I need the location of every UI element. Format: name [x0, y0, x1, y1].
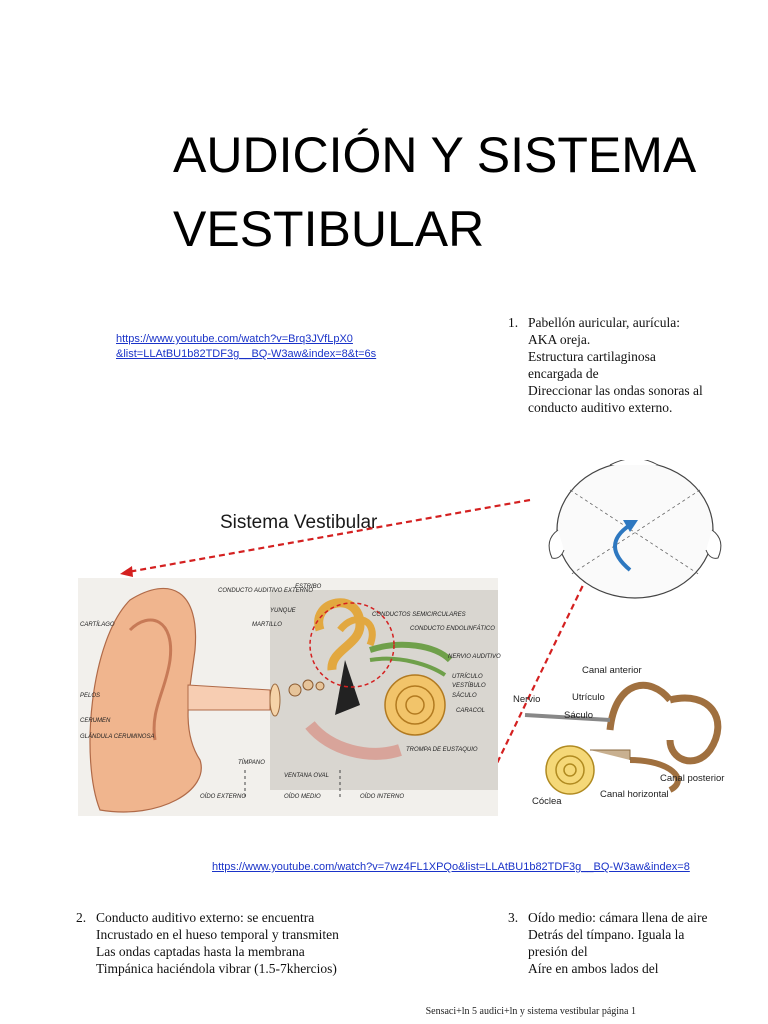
youtube-link-top-line1[interactable]: https://www.youtube.com/watch?v=Brq3JVfL… — [116, 333, 353, 345]
label-canal-horizontal: Canal horizontal — [600, 789, 669, 800]
list-item-line: presión del — [528, 944, 588, 959]
list-item-number: 3. — [508, 910, 519, 925]
pointer-arrows — [127, 498, 601, 789]
label-cartilago: CARTÍLAGO — [80, 621, 115, 628]
arrow-to-labyrinth — [484, 549, 601, 789]
label-pelos: PELOS — [80, 693, 100, 699]
label-utriculo: UTRÍCULO — [452, 673, 483, 680]
list-item-line: Oído medio: cámara llena de aire — [528, 910, 708, 925]
list-item-line: Las ondas captadas hasta la membrana — [96, 944, 305, 959]
label-conductos-semicirculares: CONDUCTOS SEMICIRCULARES — [372, 612, 466, 618]
list-item-line: AKA oreja. — [528, 332, 591, 347]
list-item-1: 1. Pabellón auricular, aurícula: AKA ore… — [508, 314, 758, 424]
label-cerumen: CERUMEN — [80, 718, 111, 724]
list-item-line: Pabellón auricular, aurícula: — [528, 315, 681, 330]
list-item-2: 2. Conducto auditivo externo: se encuent… — [76, 909, 416, 979]
label-timpano: TÍMPANO — [238, 759, 265, 766]
label-caracol: CARACOL — [456, 708, 485, 714]
list-item-line: Aíre en ambos lados del — [528, 961, 659, 976]
label-oido-interno: OÍDO INTERNO — [360, 793, 404, 800]
list-item-line: Conducto auditivo externo: se encuentra — [96, 910, 315, 925]
list-item-3: 3. Oído medio: cámara llena de aire Detr… — [508, 909, 758, 979]
figure-heading: Sistema Vestibular — [220, 512, 378, 533]
label-oido-medio: OÍDO MEDIO — [284, 793, 321, 800]
list-item-line: encargada de — [528, 366, 599, 381]
label-yunque: YUNQUE — [270, 608, 297, 614]
list-item-number: 1. — [508, 315, 519, 330]
label-estribo: ESTRIBO — [295, 584, 322, 590]
arrowhead-left — [120, 566, 133, 577]
label-saculo: SÁCULO — [452, 692, 477, 699]
label-coclea: Cóclea — [532, 796, 562, 807]
label-martillo: MARTILLO — [252, 622, 282, 628]
label-oido-externo: OÍDO EXTERNO — [200, 793, 246, 800]
list-item-line: Incrustado en el hueso temporal y transm… — [96, 927, 339, 942]
label-canal-anterior: Canal anterior — [582, 665, 642, 676]
ear-cross-section: CONDUCTO AUDITIVO EXTERNO ESTRIBO YUNQUE… — [78, 578, 501, 816]
youtube-link-top[interactable]: https://www.youtube.com/watch?v=Brq3JVfL… — [116, 332, 416, 362]
head-top-view — [548, 460, 722, 599]
label-glandula-ceruminosa: GLÁNDULA CERUMINOSA — [80, 733, 154, 740]
label-conducto-auditivo: CONDUCTO AUDITIVO EXTERNO — [218, 588, 313, 594]
label-ventana-oval: VENTANA OVAL — [284, 773, 329, 779]
rotation-arrow — [613, 523, 632, 572]
label-nervio: Nervio — [513, 694, 540, 705]
labyrinth-diagram: Canal anterior Nervio Utrículo Sáculo Ca… — [513, 665, 724, 807]
label-canal-posterior: Canal posterior — [660, 773, 724, 784]
list-item-line: conducto auditivo externo. — [528, 400, 673, 415]
label-nervio-auditivo: NERVIO AUDITIVO — [448, 654, 501, 660]
list-item-line: Direccionar las ondas sonoras al — [528, 383, 703, 398]
list-item-line: Timpánica haciéndola vibrar (1.5-7kherci… — [96, 961, 337, 976]
label-vestibulo: VESTÍBULO — [452, 682, 486, 689]
youtube-link-top-line2[interactable]: &list=LLAtBU1b82TDF3g__BQ-W3aw&index=8&t… — [116, 348, 377, 360]
list-item-line: Estructura cartilaginosa — [528, 349, 656, 364]
list-item-number: 2. — [76, 910, 87, 925]
arrow-to-ear — [127, 498, 531, 574]
ear-vestibular-figure: Sistema Vestibular — [78, 460, 724, 816]
list-item-line: Detrás del tímpano. Iguala la — [528, 927, 685, 942]
label-saculo-lab: Sáculo — [564, 710, 593, 721]
label-conducto-endolinfatico: CONDUCTO ENDOLINFÁTICO — [410, 625, 495, 632]
page-title: AUDICIÓN Y SISTEMA VESTIBULAR — [173, 127, 694, 257]
label-utriculo-lab: Utrículo — [572, 692, 605, 703]
label-trompa-eustaquio: TROMPA DE EUSTAQUIO — [406, 747, 478, 753]
page-footer: Sensaci+ln 5 audici+ln y sistema vestibu… — [425, 1006, 636, 1017]
youtube-link-bottom[interactable]: https://www.youtube.com/watch?v=7wz4FL1X… — [212, 861, 690, 873]
